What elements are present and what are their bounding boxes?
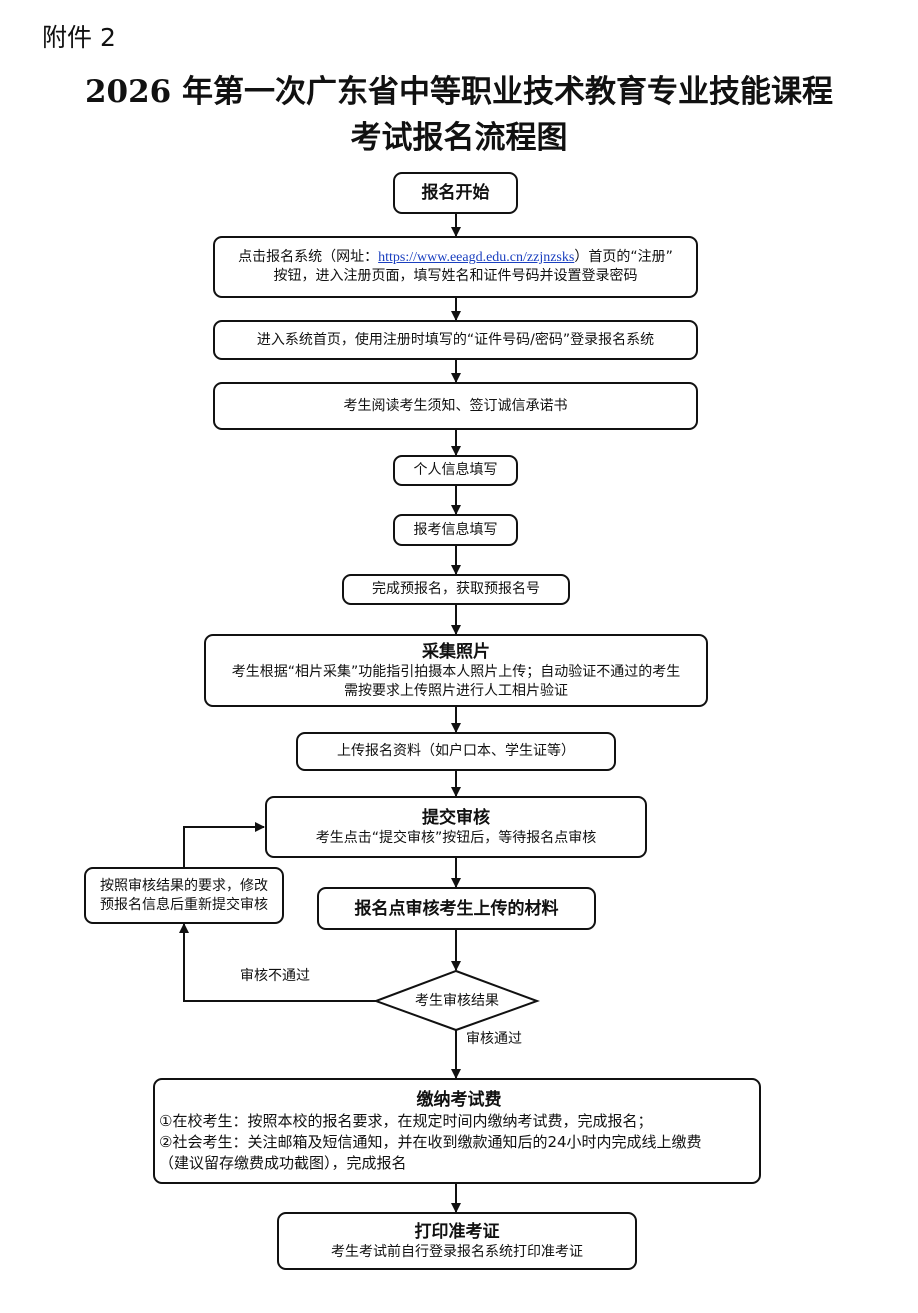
submit-title: 提交审核 — [422, 807, 490, 828]
read-box: 考生阅读考生须知、签订诚信承诺书 — [213, 382, 698, 430]
pay-box: 缴纳考试费 ①在校考生：按照本校的报名要求，在规定时间内缴纳考试费，完成报名； … — [153, 1078, 761, 1184]
start-box: 报名开始 — [393, 172, 518, 214]
exam-info-label: 报考信息填写 — [413, 521, 498, 538]
personal-info-box: 个人信息填写 — [393, 455, 518, 486]
modify-box: 按照审核结果的要求，修改 预报名信息后重新提交审核 — [84, 867, 284, 924]
login-box: 进入系统首页，使用注册时填写的“证件号码/密码”登录报名系统 — [213, 320, 698, 360]
start-label: 报名开始 — [421, 182, 490, 203]
pay-line1: ①在校考生：按照本校的报名要求，在规定时间内缴纳考试费，完成报名； — [159, 1111, 653, 1130]
pass-label: 审核通过 — [466, 1031, 522, 1047]
photo-line2: 需按要求上传照片进行人工相片验证 — [344, 682, 568, 699]
read-label: 考生阅读考生须知、签订诚信承诺书 — [343, 397, 568, 414]
print-title: 打印准考证 — [414, 1221, 500, 1242]
print-box: 打印准考证 考生考试前自行登录报名系统打印准考证 — [277, 1212, 637, 1270]
exam-info-box: 报考信息填写 — [393, 514, 518, 546]
review-box: 报名点审核考生上传的材料 — [317, 887, 596, 930]
modify-line2: 预报名信息后重新提交审核 — [100, 896, 268, 913]
login-label: 进入系统首页，使用注册时填写的“证件号码/密码”登录报名系统 — [256, 331, 655, 348]
pay-line2: ②社会考生：关注邮箱及短信通知，并在收到缴款通知后的24小时内完成线上缴费 — [159, 1132, 702, 1151]
register-prefix: 点击报名系统（网址： — [238, 249, 379, 265]
upload-box: 上传报名资料（如户口本、学生证等） — [296, 732, 616, 771]
register-line2: 按钮，进入注册页面，填写姓名和证件号码并设置登录密码 — [273, 268, 638, 284]
arrow-fail-to-modify — [179, 923, 378, 1002]
photo-line1: 考生根据“相片采集”功能指引拍摄本人照片上传；自动验证不通过的考生 — [231, 663, 681, 680]
modify-line1: 按照审核结果的要求，修改 — [100, 877, 268, 894]
attachment-label: 附件 2 — [42, 23, 116, 52]
arrow-modify-to-submit — [183, 822, 265, 867]
upload-label: 上传报名资料（如户口本、学生证等） — [337, 743, 575, 759]
pre-register-box: 完成预报名，获取预报名号 — [342, 574, 570, 605]
register-url-link[interactable]: https://www.eeagd.edu.cn/zzjnzsks — [378, 250, 575, 265]
decision-label: 考生审核结果 — [415, 993, 499, 1009]
pay-line3: （建议留存缴费成功截图），完成报名 — [159, 1153, 407, 1172]
register-box: 点击报名系统（网址：https://www.eeagd.edu.cn/zzjnz… — [213, 236, 698, 298]
submit-desc: 考生点击“提交审核”按钮后，等待报名点审核 — [315, 829, 597, 846]
photo-title: 采集照片 — [422, 641, 490, 662]
print-desc: 考生考试前自行登录报名系统打印准考证 — [331, 1243, 583, 1260]
photo-box: 采集照片 考生根据“相片采集”功能指引拍摄本人照片上传；自动验证不通过的考生 需… — [204, 634, 708, 707]
submit-box: 提交审核 考生点击“提交审核”按钮后，等待报名点审核 — [265, 796, 647, 858]
page-title-line1: 2026 年第一次广东省中等职业技术教育专业技能课程 — [84, 74, 834, 110]
decision-diamond — [373, 969, 540, 1032]
review-label: 报名点审核考生上传的材料 — [354, 898, 559, 919]
register-suffix: ）首页的“注册” — [574, 249, 673, 265]
page-title-line2: 考试报名流程图 — [350, 120, 568, 156]
pay-title: 缴纳考试费 — [416, 1089, 502, 1110]
pre-register-label: 完成预报名，获取预报名号 — [372, 581, 540, 597]
personal-info-label: 个人信息填写 — [413, 462, 498, 478]
fail-label: 审核不通过 — [240, 968, 310, 984]
register-line1: 点击报名系统（网址：https://www.eeagd.edu.cn/zzjnz… — [238, 248, 673, 267]
